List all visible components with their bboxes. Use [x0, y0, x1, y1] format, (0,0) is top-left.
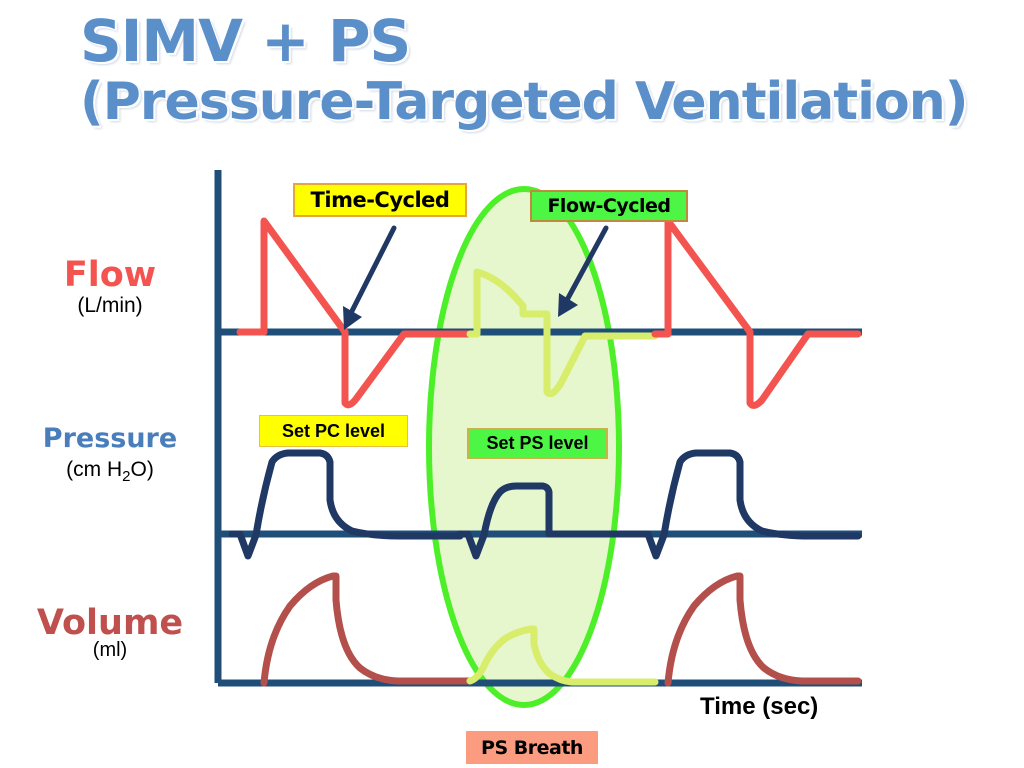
callout-set-ps-level[interactable]: Set PS level — [467, 428, 608, 459]
flow-wave-breath-3 — [651, 217, 862, 409]
pressure-wave-ps-breath — [456, 482, 644, 560]
volume-wave-breath-3 — [664, 572, 862, 687]
pressure-units-pre: (cm H — [66, 458, 123, 481]
flow-wave-breath-1 — [236, 217, 474, 409]
pressure-wave-breath-1 — [228, 449, 464, 560]
axis-label-flow-name: Flow — [63, 255, 157, 295]
axis-label-pressure-units: (cm H2O) — [10, 458, 210, 486]
callout-set-pc-level[interactable]: Set PC level — [259, 415, 408, 447]
callout-time-cycled[interactable]: Time-Cycled — [293, 183, 467, 217]
title-line-2: (Pressure-Targeted Ventilation) — [80, 72, 968, 132]
axis-label-pressure-name: Pressure — [42, 423, 178, 454]
axis-label-volume-units: (ml) — [92, 639, 128, 661]
callout-flow-cycled[interactable]: Flow-Cycled — [530, 190, 688, 222]
callout-ps-breath[interactable]: PS Breath — [466, 731, 598, 764]
axis-label-volume-name: Volume — [36, 603, 184, 643]
axis-label-volume: Volume (ml) — [10, 603, 210, 662]
volume-wave-ps-breath — [466, 625, 659, 686]
volume-wave-breath-1 — [260, 572, 474, 687]
pressure-wave-breath-3 — [636, 449, 862, 560]
axis-label-pressure: Pressure (cm H2O) — [10, 425, 210, 486]
pressure-units-subscript: 2 — [122, 468, 131, 486]
page-title: SIMV + PS (Pressure-Targeted Ventilation… — [80, 7, 968, 132]
flow-cycled-arrow — [558, 225, 609, 317]
x-axis-label-time: Time (sec) — [700, 693, 819, 720]
pressure-units-post: O) — [130, 458, 154, 481]
time-cycled-arrow — [343, 225, 397, 330]
axis-label-flow: Flow (L/min) — [10, 255, 210, 318]
flow-wave-ps-breath — [466, 268, 659, 398]
title-line-1: SIMV + PS — [80, 7, 411, 75]
axis-label-flow-units: (L/min) — [77, 294, 143, 317]
